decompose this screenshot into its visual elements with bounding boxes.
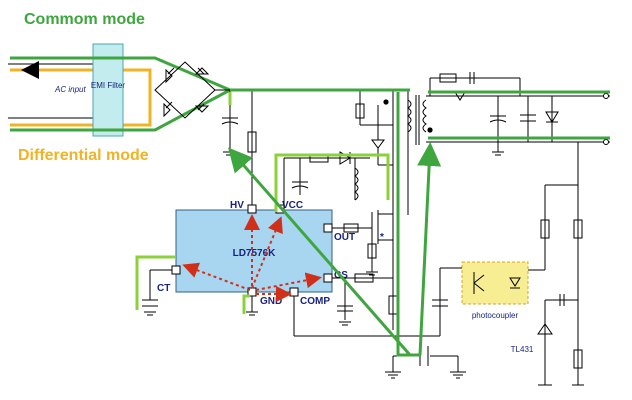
emi-filter-label: EMI Filter	[91, 81, 126, 90]
common-mode-path	[228, 88, 610, 357]
ac-input-section: AC input	[8, 61, 152, 127]
photocoupler: photocoupler	[439, 261, 529, 320]
photocoupler-label: photocoupler	[472, 311, 519, 320]
chip-name: LD7576K	[233, 248, 277, 259]
pin-comp-label: COMP	[300, 296, 330, 307]
bridge-rectifier	[154, 61, 216, 119]
pin-gnd-label: GND	[260, 296, 282, 307]
differential-mode-label: Differential mode	[18, 147, 149, 164]
pin-vcc-label: VCC	[282, 200, 303, 211]
common-mode-label: Commom mode	[24, 11, 145, 28]
asterisk-mark: *	[380, 232, 384, 243]
secondary-side	[426, 72, 610, 386]
pin-ct-label: CT	[157, 283, 170, 294]
pin-out-label: OUT	[334, 232, 355, 243]
ac-input-label: AC input	[54, 85, 86, 94]
pin-hv-label: HV	[230, 200, 244, 211]
noise-path	[135, 92, 390, 314]
tl431-label: TL431	[511, 345, 534, 354]
loop-arrows	[182, 214, 322, 302]
